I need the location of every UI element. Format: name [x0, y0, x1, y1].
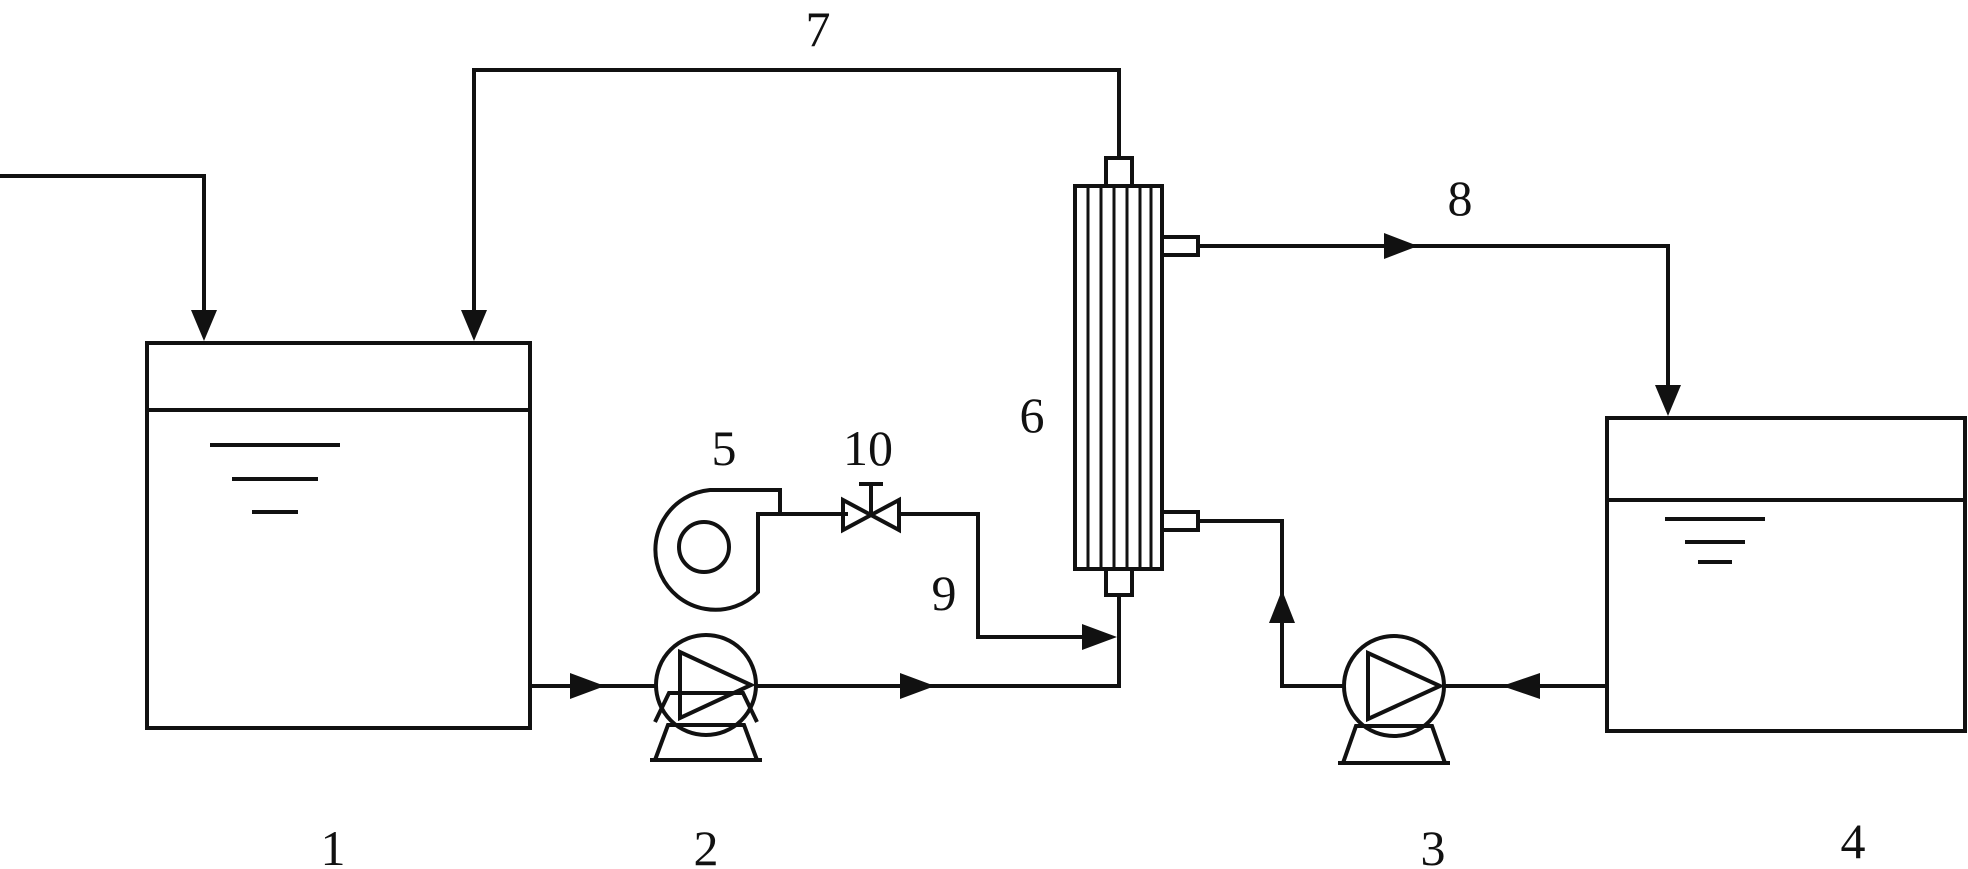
label-membrane-module-6: 6: [1020, 387, 1045, 443]
tank-4: [1605, 416, 1967, 733]
label-pump-2: 2: [694, 820, 719, 869]
water-level-symbol: [1665, 517, 1765, 564]
line-7-concentrate-return: [461, 68, 1121, 341]
label-valve-10: 10: [843, 420, 893, 476]
pump-3-to-module-line: [1198, 519, 1344, 688]
water-level-symbol: [210, 443, 340, 514]
tank-4-to-pump-3-line: [1444, 673, 1607, 699]
pump-3: [1338, 634, 1450, 765]
line-9-air-line: [899, 512, 1117, 650]
label-pump-3: 3: [1421, 820, 1446, 869]
line-8-permeate-line: [1198, 233, 1681, 416]
blower-5: [653, 488, 848, 612]
pump-2-to-module-line: [756, 595, 1121, 699]
label-blower-5: 5: [712, 420, 737, 476]
membrane-module-6: [1073, 156, 1200, 597]
pump-2: [650, 633, 762, 762]
label-tank-4: 4: [1841, 813, 1866, 869]
label-line-8: 8: [1448, 170, 1473, 226]
tank-1: [145, 341, 532, 730]
feed-inlet-line: [0, 174, 217, 341]
valve-10: [841, 482, 901, 534]
label-line-7: 7: [806, 1, 831, 57]
label-tank-1: 1: [321, 820, 346, 869]
tank-1-to-pump-2-line: [530, 673, 656, 699]
label-line-9: 9: [932, 565, 957, 621]
